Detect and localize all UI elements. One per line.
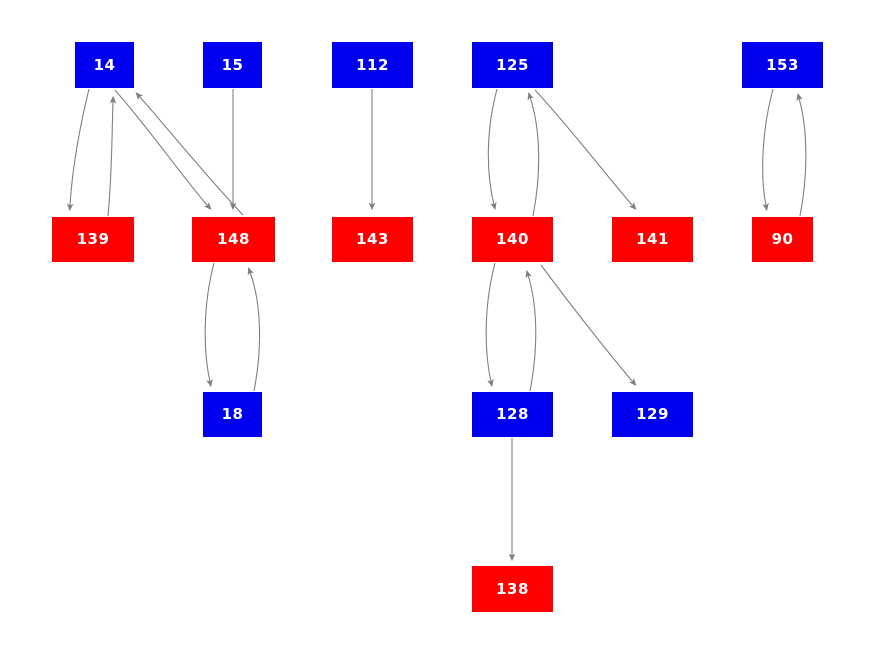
graph-edge-148-to-18 [204, 262, 215, 388]
node-label: 140 [496, 230, 529, 248]
graph-edge-148-to-14 [135, 92, 244, 216]
graph-node-128[interactable]: 128 [472, 392, 553, 437]
graph-edge-140-to-125 [527, 91, 540, 217]
node-label: 139 [76, 230, 110, 248]
graph-edge-140-to-128 [485, 262, 496, 388]
graph-node-18[interactable]: 18 [203, 392, 262, 437]
edges-group [66, 88, 807, 562]
node-label: 153 [766, 55, 799, 74]
node-label: 148 [217, 230, 250, 248]
graph-node-112[interactable]: 112 [332, 42, 413, 88]
graph-edge-14-to-148 [114, 89, 212, 210]
graph-node-14[interactable]: 14 [75, 42, 134, 88]
graph-edge-153-to-90 [762, 88, 774, 212]
graph-node-129[interactable]: 129 [612, 392, 693, 437]
graph-node-143[interactable]: 143 [332, 217, 413, 262]
graph-edge-139-to-14 [107, 95, 117, 217]
graph-edge-125-to-141 [534, 89, 637, 210]
graph-edge-125-to-140 [487, 88, 498, 211]
graph-node-141[interactable]: 141 [612, 217, 693, 262]
graph-node-90[interactable]: 90 [752, 217, 813, 262]
graph-edge-18-to-148 [247, 267, 261, 392]
node-label: 128 [496, 405, 529, 423]
node-label: 90 [771, 230, 794, 248]
graph-node-153[interactable]: 153 [742, 42, 823, 88]
node-label: 18 [221, 405, 244, 423]
node-label: 138 [496, 579, 529, 598]
graph-node-138[interactable]: 138 [472, 566, 553, 612]
graph-node-139[interactable]: 139 [52, 217, 134, 262]
graph-edge-128-to-140 [525, 269, 537, 392]
node-label: 141 [636, 230, 669, 248]
graph-node-140[interactable]: 140 [472, 217, 553, 262]
node-label: 15 [221, 55, 244, 74]
node-label: 125 [496, 55, 529, 74]
node-label: 14 [93, 55, 116, 74]
graph-node-125[interactable]: 125 [472, 42, 553, 88]
node-label: 129 [636, 405, 669, 423]
graph-edge-14-to-139 [66, 88, 90, 212]
node-label: 143 [356, 230, 389, 248]
graph-node-148[interactable]: 148 [192, 217, 275, 262]
graph-edge-90-to-153 [796, 92, 807, 217]
node-label: 112 [356, 55, 389, 74]
graph-node-15[interactable]: 15 [203, 42, 262, 88]
graph-edge-140-to-129 [540, 264, 637, 387]
